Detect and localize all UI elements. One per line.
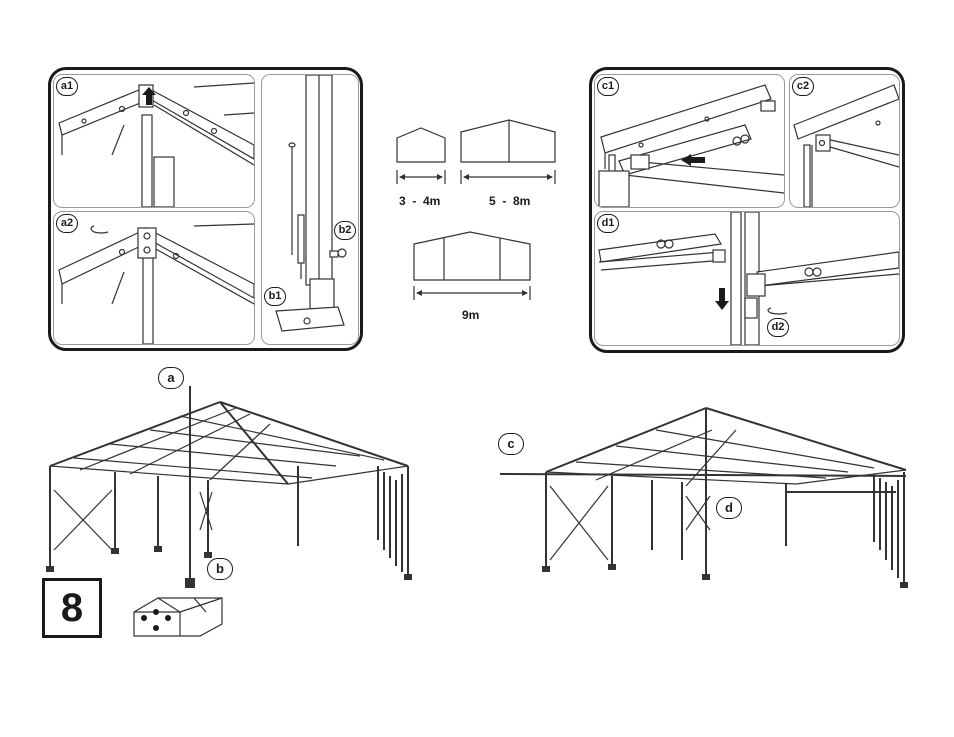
arrow-right-icon: [681, 154, 705, 166]
dimension-label-medium: 5 - 8m: [489, 194, 530, 208]
tent-profile-small: [397, 128, 447, 162]
arrow-down-icon: [715, 288, 729, 310]
label-c1: c1: [597, 77, 619, 96]
label-b: b: [207, 558, 233, 580]
label-c: c: [498, 433, 524, 455]
label-b2: b2: [334, 221, 356, 240]
tent-profile-large: [414, 232, 532, 280]
detail-a2: a2: [53, 211, 255, 345]
detail-d1-drawing: [595, 212, 899, 345]
detail-c2: c2: [789, 74, 900, 208]
arrow-up-icon: [142, 87, 156, 105]
dimension-line-small: [397, 170, 447, 184]
label-a: a: [158, 367, 184, 389]
dimension-label-small: 3 - 4m: [399, 194, 440, 208]
detail-a2-drawing: [54, 212, 254, 344]
detail-c1-drawing: [595, 75, 784, 207]
tent-overview-icon: [134, 592, 224, 636]
label-a2: a2: [56, 214, 78, 233]
detail-b: b1 b2: [261, 74, 359, 345]
detail-d1: d1 d2: [594, 211, 900, 346]
label-d2: d2: [767, 318, 789, 337]
label-b1: b1: [264, 287, 286, 306]
detail-a1: a1: [53, 74, 255, 208]
step-number: 8: [42, 578, 102, 638]
label-a1: a1: [56, 77, 78, 96]
dimension-label-large: 9m: [462, 308, 479, 322]
detail-c1: c1: [594, 74, 785, 208]
dimension-line-medium: [461, 170, 557, 184]
dimension-line-large: [414, 286, 532, 300]
label-d1: d1: [597, 214, 619, 233]
label-c2: c2: [792, 77, 814, 96]
tent-profile-medium: [461, 120, 557, 162]
tent-frame-right: [496, 400, 916, 600]
label-d: d: [716, 497, 742, 519]
